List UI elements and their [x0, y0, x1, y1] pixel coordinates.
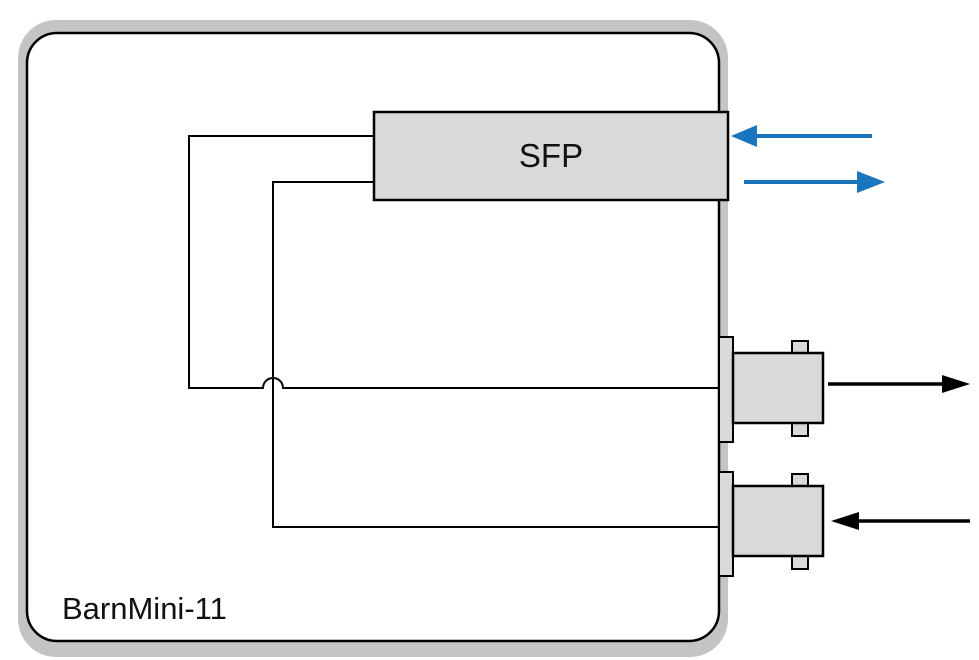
optical-out-arrow: [744, 171, 885, 193]
sfp-label: SFP: [519, 137, 583, 174]
optical-out-arrow-head: [857, 171, 885, 193]
bnc-output-flange: [718, 336, 734, 443]
bnc-input-connector: [718, 471, 825, 577]
bnc-input-body: [731, 484, 825, 558]
sdi-in-arrow: [831, 512, 970, 530]
sdi-out-arrow: [828, 375, 970, 393]
sdi-out-arrow-head: [942, 375, 970, 393]
bnc-input-flange: [718, 471, 734, 577]
optical-in-arrow: [731, 125, 872, 147]
sdi-in-arrow-head: [831, 512, 859, 530]
bnc-output-body: [731, 351, 825, 425]
bnc-output-connector: [718, 336, 825, 443]
optical-in-arrow-head: [731, 125, 757, 147]
wire-bnc-in-to-sfp: [272, 181, 719, 528]
wire-sfp-to-bnc-out: [188, 135, 719, 389]
sfp-box: [372, 110, 730, 202]
sfp-cage: SFP: [372, 110, 730, 202]
device-name-label: BarnMini-11: [62, 591, 227, 626]
